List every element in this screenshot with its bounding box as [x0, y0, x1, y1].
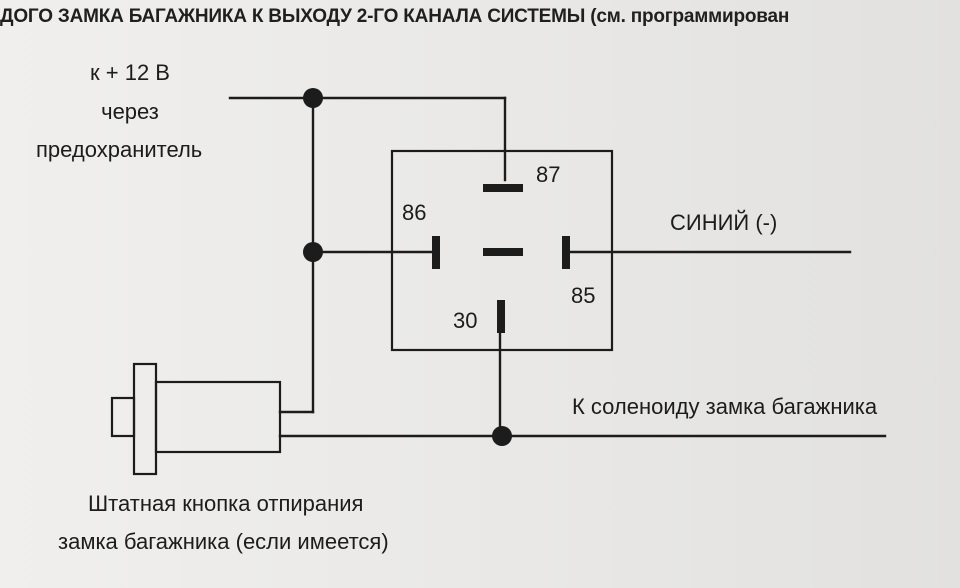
solenoid-label: К соленоиду замка багажника — [572, 394, 878, 419]
junction-dot-top — [303, 88, 323, 108]
power-label-line3: предохранитель — [36, 137, 203, 162]
contact-86 — [432, 236, 440, 269]
pin-86-label: 86 — [402, 200, 427, 225]
button-label-line2: замка багажника (если имеется) — [58, 529, 389, 554]
contact-87 — [483, 184, 523, 192]
contact-85 — [562, 236, 570, 269]
blue-wire-label: СИНИЙ (-) — [670, 210, 778, 235]
pin-87-label: 87 — [536, 162, 561, 187]
pin-85-label: 85 — [571, 283, 596, 308]
junction-dot-bottom — [492, 426, 512, 446]
contact-30 — [497, 300, 505, 333]
pin-30-label: 30 — [453, 308, 478, 333]
button-label-line1: Штатная кнопка отпирания — [88, 491, 364, 516]
power-label-line1: к + 12 В — [90, 60, 170, 85]
junction-dot-middle — [303, 242, 323, 262]
contact-center — [483, 248, 523, 256]
relay-box — [390, 149, 614, 352]
power-label-line2: через — [101, 99, 159, 124]
trunk-button-symbol — [110, 362, 282, 476]
header-text: ДОГО ЗАМКА БАГАЖНИКА К ВЫХОДУ 2-ГО КАНАЛ… — [0, 6, 790, 27]
